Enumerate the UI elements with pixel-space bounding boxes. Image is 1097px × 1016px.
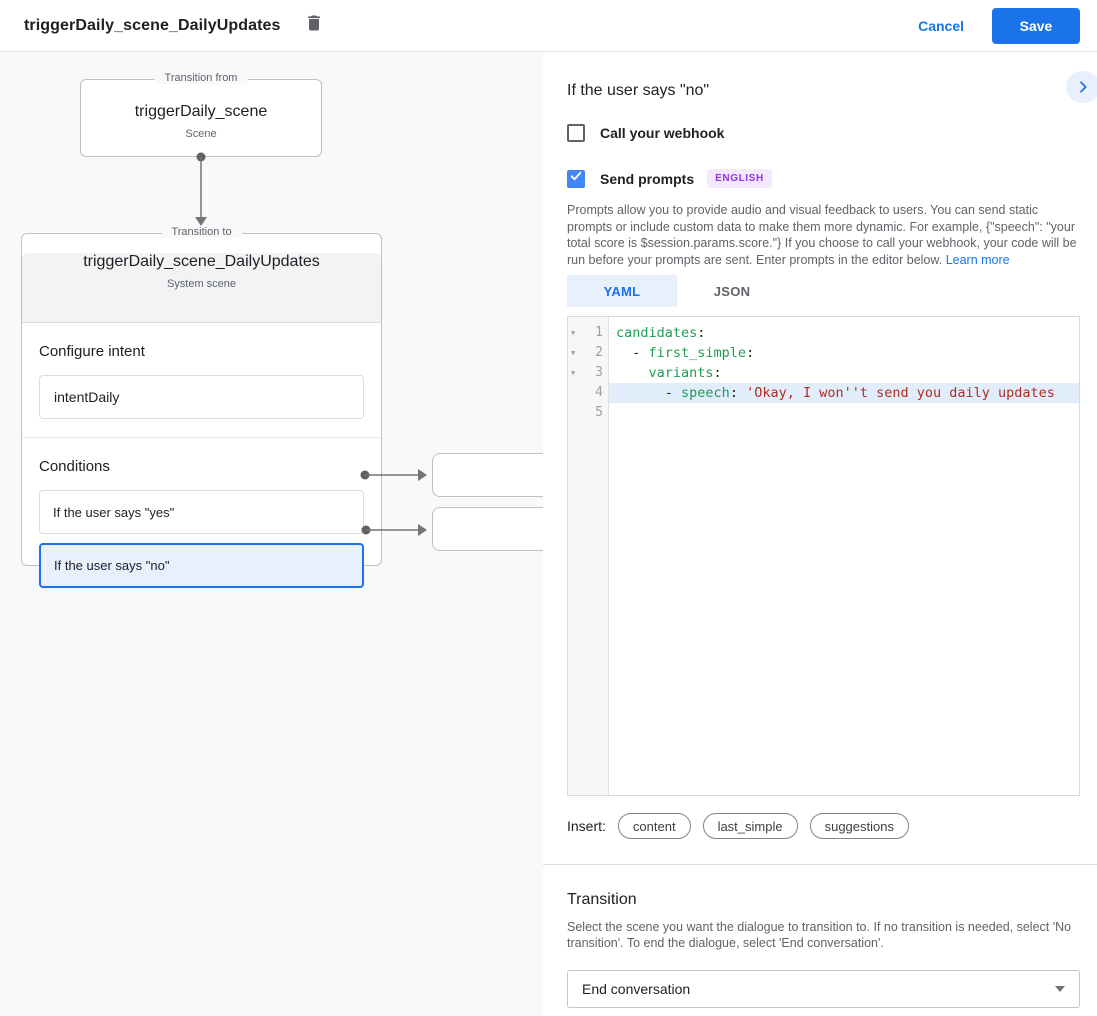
condition-yes-label: If the user says "yes" <box>53 504 175 520</box>
to-node-subtitle: System scene <box>166 278 237 290</box>
page-title: triggerDaily_scene_DailyUpdates <box>24 16 281 34</box>
language-badge: ENGLISH <box>707 169 772 188</box>
code-segment-plain: : <box>713 365 722 381</box>
fold-arrow-icon[interactable]: ▼ <box>571 329 576 337</box>
transition-to-node: Transition to triggerDaily_scene_DailyUp… <box>21 226 382 588</box>
code-segment-key: candidates <box>616 325 698 341</box>
code-segment-string: 'Okay, I won''t send you daily updates <box>746 385 1055 401</box>
chevron-right-icon <box>1075 79 1091 95</box>
from-node-title: triggerDaily_scene <box>134 103 268 120</box>
transition-description: Select the scene you want the dialogue t… <box>567 920 1072 950</box>
insert-label: Insert: <box>567 818 606 834</box>
learn-more-link[interactable]: Learn more <box>945 252 1010 267</box>
code-segment-plain: : <box>746 345 755 361</box>
dropdown-caret-icon <box>1055 986 1065 992</box>
transition-selected-value: End conversation <box>582 981 691 997</box>
trash-icon <box>304 13 324 38</box>
transition-select[interactable]: End conversation <box>567 970 1080 1008</box>
to-node-body: Configure intent intentDaily Conditions … <box>22 343 381 588</box>
gutter-line-4: 4 <box>568 383 608 403</box>
send-prompts-checkbox[interactable] <box>567 169 585 188</box>
transition-to-legend: Transition to <box>161 226 242 238</box>
code-line-1[interactable]: candidates: <box>609 323 1079 343</box>
tab-json[interactable]: JSON <box>713 283 751 299</box>
code-line-2[interactable]: - first_simple: <box>609 343 1079 363</box>
insert-chip-content[interactable]: content <box>617 813 691 839</box>
gutter-line-2[interactable]: ▼2 <box>568 343 608 363</box>
fold-arrow-icon[interactable]: ▼ <box>571 369 576 377</box>
transition-from-node[interactable]: Transition from triggerDaily_scene Scene <box>80 72 322 157</box>
transition-from-legend: Transition from <box>154 72 248 84</box>
condition-item-yes[interactable]: If the user says "yes" <box>39 490 364 534</box>
topbar-actions: Cancel Save <box>918 7 1080 44</box>
code-segment-key: variants <box>648 365 714 381</box>
to-node-header: triggerDaily_scene_DailyUpdates System s… <box>22 253 381 323</box>
conditions-label: Conditions <box>39 458 110 475</box>
line-number: 4 <box>595 385 603 400</box>
insert-row: Insert: content last_simple suggestions <box>567 813 1080 839</box>
collapse-panel-button[interactable] <box>1066 71 1097 103</box>
code-segment-plain: : <box>729 385 747 401</box>
code-segment-key: speech <box>681 385 730 401</box>
panel-title: If the user says "no" <box>567 82 710 99</box>
tab-yaml[interactable]: YAML <box>567 275 677 307</box>
code-line-5[interactable] <box>609 403 1079 423</box>
gutter-line-5: 5 <box>568 403 608 423</box>
top-bar: triggerDaily_scene_DailyUpdates Cancel S… <box>0 0 1097 52</box>
condition-no-label: If the user says "no" <box>54 558 170 573</box>
send-prompts-label: Send prompts <box>600 170 695 187</box>
insert-chip-suggestions[interactable]: suggestions <box>809 813 909 839</box>
code-segment-plain: - <box>616 345 649 361</box>
code-segment-plain: - <box>616 385 682 401</box>
condition-item-no[interactable]: If the user says "no" <box>39 543 364 588</box>
insert-chips: content last_simple suggestions <box>606 813 909 839</box>
intent-value: intentDaily <box>54 389 120 405</box>
webhook-row: Call your webhook <box>567 124 1080 142</box>
gutter-line-1[interactable]: ▼1 <box>568 323 608 343</box>
intent-field[interactable]: intentDaily <box>39 375 364 419</box>
condition-no-target-node[interactable] <box>432 507 543 551</box>
check-icon <box>569 169 583 188</box>
gutter-line-3[interactable]: ▼3 <box>568 363 608 383</box>
condition-yes-target-node[interactable] <box>432 453 543 497</box>
webhook-checkbox[interactable] <box>567 124 585 142</box>
prompts-description: Prompts allow you to provide audio and v… <box>567 202 1080 268</box>
insert-chip-last_simple[interactable]: last_simple <box>702 813 798 839</box>
prompts-description-text: Prompts allow you to provide audio and v… <box>567 203 1077 267</box>
editor-tabs: YAML JSON <box>567 275 1080 307</box>
delete-button[interactable] <box>299 11 329 41</box>
cancel-button[interactable]: Cancel <box>918 17 964 34</box>
code-segment-plain: : <box>697 325 706 341</box>
from-node-subtitle: Scene <box>185 128 217 140</box>
transition-heading: Transition <box>567 891 637 908</box>
condition-details-panel: If the user says "no" Call your webhook … <box>543 52 1097 1016</box>
code-segment-plain <box>616 365 649 381</box>
editor-code-area[interactable]: candidates: - first_simple: variants: - … <box>609 317 1079 795</box>
line-number: 5 <box>595 405 603 420</box>
diagram-canvas: Transition from triggerDaily_scene Scene… <box>0 52 543 1016</box>
fold-arrow-icon[interactable]: ▼ <box>571 349 576 357</box>
configure-intent-label: Configure intent <box>39 343 145 360</box>
to-node-title: triggerDaily_scene_DailyUpdates <box>83 253 320 270</box>
line-number: 1 <box>595 325 603 340</box>
node-divider <box>22 437 381 438</box>
line-number: 2 <box>595 345 603 360</box>
webhook-label: Call your webhook <box>600 125 725 141</box>
code-line-4[interactable]: - speech: 'Okay, I won''t send you daily… <box>609 383 1079 403</box>
code-line-3[interactable]: variants: <box>609 363 1079 383</box>
code-segment-key: first_simple <box>648 345 747 361</box>
line-number: 3 <box>595 365 603 380</box>
section-divider <box>543 864 1097 865</box>
send-prompts-row: Send prompts ENGLISH <box>567 169 1080 188</box>
save-button[interactable]: Save <box>992 7 1080 44</box>
